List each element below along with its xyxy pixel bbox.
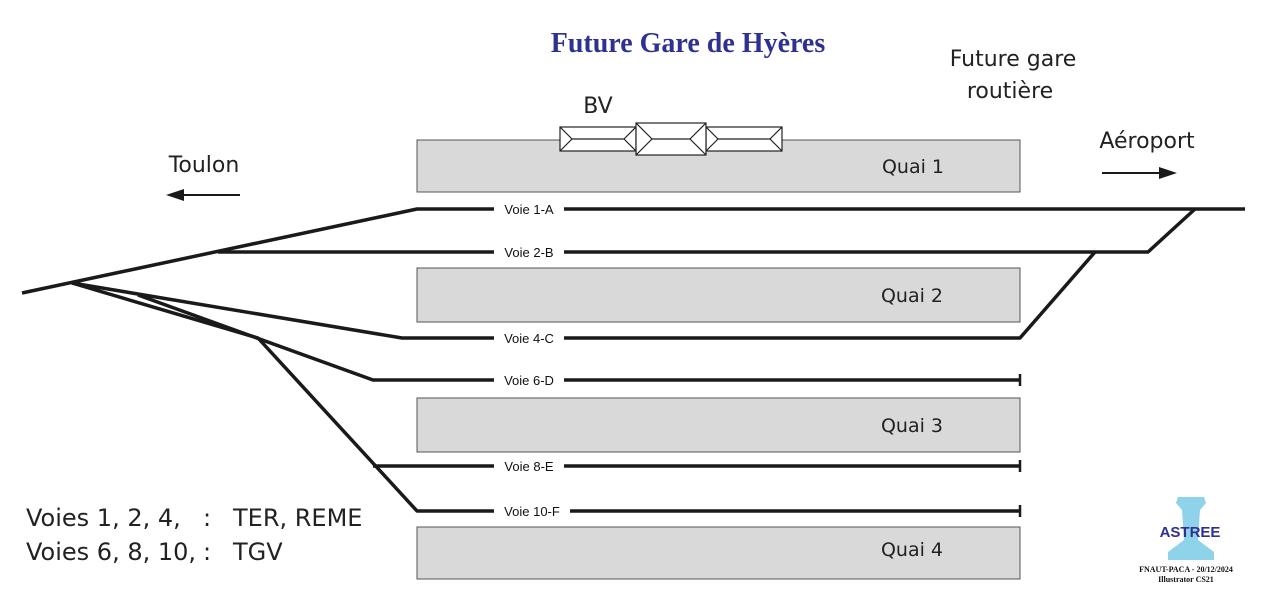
bus-station-label-line1: Future gare bbox=[950, 47, 1077, 72]
platform-quai-2 bbox=[416, 267, 1021, 323]
arrow-left-icon bbox=[166, 189, 240, 201]
legend-row-2-service: TGV bbox=[232, 538, 283, 566]
track-voie-2-b bbox=[218, 207, 1197, 254]
track-label-voie-4-c: Voie 4-C bbox=[494, 330, 564, 346]
legend-row-2-sep: : bbox=[203, 538, 211, 566]
svg-text:Voie 8-E: Voie 8-E bbox=[504, 459, 553, 474]
direction-toulon: Toulon bbox=[168, 153, 240, 178]
track-label-voie-8-e: Voie 8-E bbox=[494, 458, 564, 474]
credit-line-2: Illustrator CS21 bbox=[1158, 575, 1214, 584]
bv-label: BV bbox=[583, 94, 612, 119]
legend-row-1-tracks: Voies 1, 2, 4, bbox=[26, 504, 181, 532]
svg-text:Voie 6-D: Voie 6-D bbox=[504, 373, 554, 388]
credit-line-1: FNAUT-PACA - 20/12/2024 bbox=[1139, 565, 1233, 574]
track-label-voie-6-d: Voie 6-D bbox=[494, 372, 564, 388]
svg-text:Voie 4-C: Voie 4-C bbox=[504, 331, 554, 346]
track-label-voie-1-a: Voie 1-A bbox=[494, 201, 564, 217]
platform-quai-3 bbox=[416, 397, 1021, 453]
bus-station-label-line2: routière bbox=[967, 79, 1053, 104]
track-voie-10-f bbox=[71, 281, 1020, 513]
track-label-voie-10-f: Voie 10-F bbox=[494, 503, 570, 519]
track-voie-6-d bbox=[137, 293, 1020, 382]
svg-text:Voie 1-A: Voie 1-A bbox=[504, 202, 553, 217]
svg-text:Voie 2-B: Voie 2-B bbox=[504, 245, 553, 260]
platform-label-quai-4: Quai 4 bbox=[881, 539, 943, 561]
track-label-voie-2-b: Voie 2-B bbox=[494, 244, 564, 260]
track-voie-1-a bbox=[21, 207, 1245, 295]
astree-rail-logo-icon: ASTREE bbox=[1160, 497, 1221, 560]
legend-row-2-tracks: Voies 6, 8, 10, bbox=[26, 538, 196, 566]
platform-label-quai-3: Quai 3 bbox=[881, 415, 943, 437]
station-building-bv bbox=[559, 122, 783, 156]
arrow-right-icon bbox=[1102, 167, 1177, 179]
platform-label-quai-2: Quai 2 bbox=[881, 285, 943, 307]
diagram-title: Future Gare de Hyères bbox=[551, 28, 826, 59]
direction-aeroport: Aéroport bbox=[1099, 129, 1195, 154]
platform-quai-4 bbox=[416, 526, 1021, 580]
platform-label-quai-1: Quai 1 bbox=[882, 156, 944, 178]
logo-text: ASTREE bbox=[1160, 524, 1221, 541]
legend-row-1-sep: : bbox=[203, 504, 211, 532]
track-voie-4-c bbox=[71, 250, 1097, 340]
legend-row-1-service: TER, REME bbox=[232, 504, 362, 532]
svg-text:Voie 10-F: Voie 10-F bbox=[504, 504, 560, 519]
